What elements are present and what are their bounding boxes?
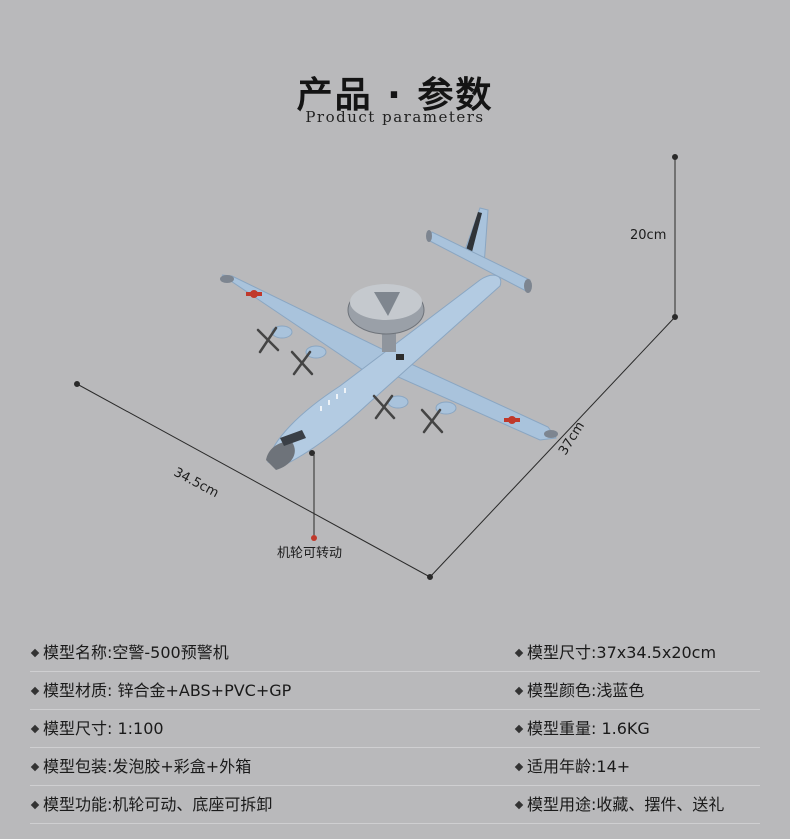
spec-row: 模型材质: 锌合金+ABS+PVC+GP 模型颜色:浅蓝色 xyxy=(30,672,760,710)
spec-table: 模型名称:空警-500预警机 模型尺寸:37x34.5x20cm 模型材质: 锌… xyxy=(30,634,760,824)
spec-item: 模型尺寸:37x34.5x20cm xyxy=(514,634,716,671)
tail-dark-strip xyxy=(466,212,482,252)
diamond-icon xyxy=(514,724,524,733)
spec-row: 模型尺寸: 1:100 模型重量: 1.6KG xyxy=(30,710,760,748)
engines xyxy=(271,325,457,415)
diamond-icon xyxy=(30,762,40,771)
wheel-callout-label: 机轮可转动 xyxy=(277,546,343,561)
spec-item: 模型包装:发泡胶+彩盒+外箱 xyxy=(30,748,251,785)
diamond-icon xyxy=(514,648,524,657)
spec-item: 适用年龄:14+ xyxy=(514,748,630,785)
spec-item: 模型用途:收藏、摆件、送礼 xyxy=(514,786,724,823)
aircraft-model-image xyxy=(220,207,558,470)
fuselage-windows xyxy=(320,388,346,411)
dimension-lines xyxy=(74,154,678,580)
diamond-icon xyxy=(30,724,40,733)
spec-row: 模型名称:空警-500预警机 模型尺寸:37x34.5x20cm xyxy=(30,634,760,672)
page-subtitle: Product parameters xyxy=(305,108,485,126)
diamond-icon xyxy=(514,686,524,695)
product-figure: 20cm 34.5cm 37cm 机轮可转动 xyxy=(0,140,790,600)
aircraft-dimension-diagram xyxy=(74,154,678,580)
height-dimension-label: 20cm xyxy=(630,228,667,243)
cockpit-window xyxy=(280,430,306,446)
nose-cone xyxy=(266,441,295,470)
spec-item: 模型名称:空警-500预警机 xyxy=(30,634,229,671)
spec-row: 模型功能:机轮可动、底座可拆卸 模型用途:收藏、摆件、送礼 xyxy=(30,786,760,824)
insignia-marks xyxy=(246,290,520,424)
spec-item: 模型重量: 1.6KG xyxy=(514,710,650,747)
page-title: 产品 · 参数 xyxy=(296,75,494,116)
propellers xyxy=(256,326,444,434)
spec-item: 模型功能:机轮可动、底座可拆卸 xyxy=(30,786,272,823)
spec-item: 模型尺寸: 1:100 xyxy=(30,710,164,747)
diamond-icon xyxy=(30,686,40,695)
diamond-icon xyxy=(30,800,40,809)
spec-item: 模型材质: 锌合金+ABS+PVC+GP xyxy=(30,672,291,709)
spec-row: 模型包装:发泡胶+彩盒+外箱 适用年龄:14+ xyxy=(30,748,760,786)
diamond-icon xyxy=(514,762,524,771)
diamond-icon xyxy=(30,648,40,657)
diamond-icon xyxy=(514,800,524,809)
landing-gear xyxy=(309,354,404,456)
spec-item: 模型颜色:浅蓝色 xyxy=(514,672,644,709)
